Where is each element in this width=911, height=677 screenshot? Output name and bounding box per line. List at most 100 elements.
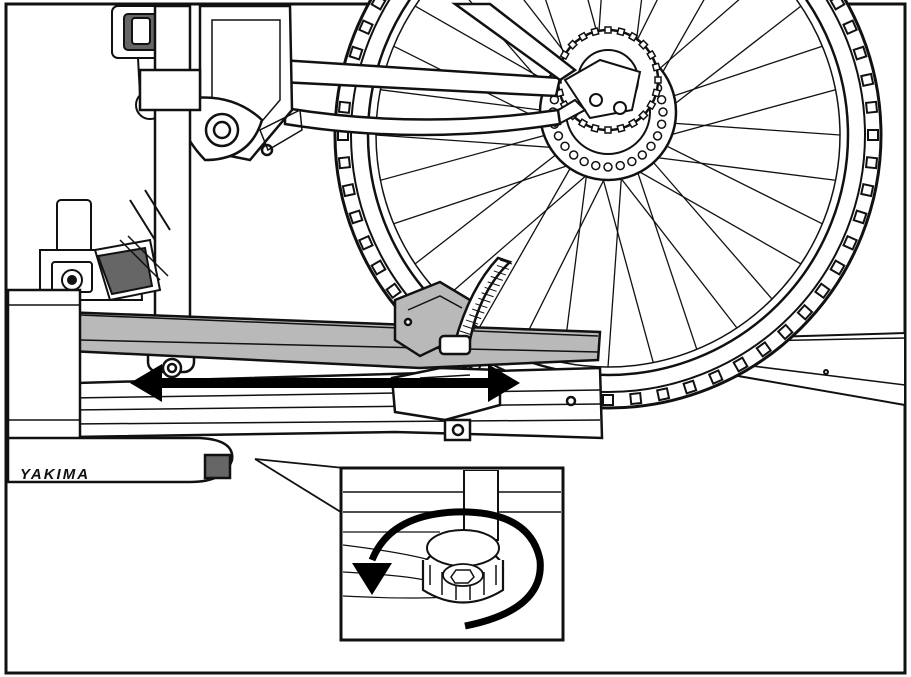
tread-lug — [707, 369, 724, 386]
detail-inset — [339, 466, 565, 642]
cassette-tooth — [654, 76, 662, 84]
rotor-hole — [656, 119, 667, 129]
wheel-spokes — [375, 0, 841, 368]
rotor-hole — [646, 141, 656, 152]
strap-tooth — [478, 297, 491, 303]
rotor-hole — [637, 150, 648, 160]
cassette-tooth — [604, 126, 612, 134]
strap-tooth — [459, 330, 473, 336]
double-arrow-icon — [130, 364, 520, 402]
rotor-hole — [656, 95, 667, 105]
cassette-tooth — [616, 123, 626, 133]
rotor-hole — [615, 160, 625, 171]
cassette-tooth — [604, 26, 612, 34]
cassette-tooth — [590, 27, 600, 37]
spoke — [645, 120, 841, 136]
strap-tooth — [484, 286, 497, 292]
strap-tooth — [490, 275, 503, 281]
tread-lug — [732, 356, 749, 373]
strap-tooth — [472, 308, 485, 314]
tread-lug — [682, 379, 698, 395]
spoke — [616, 173, 738, 329]
tread-lug — [337, 100, 352, 114]
tread-lug — [842, 234, 859, 251]
tread-lug — [655, 387, 671, 402]
tread-lug — [860, 72, 875, 88]
tread-lug — [829, 259, 846, 276]
strap-tooth — [487, 281, 500, 287]
tread-lug — [357, 19, 374, 36]
spoke — [607, 172, 623, 368]
tray-end-cap — [6, 288, 234, 484]
rotor-hole — [603, 162, 613, 172]
strap-tooth — [499, 259, 513, 265]
cassette-tooth — [651, 88, 661, 98]
spoke — [414, 143, 570, 265]
tread-lug — [370, 259, 387, 276]
cassette-tooth — [651, 62, 661, 72]
spoke — [642, 155, 836, 181]
spoke — [647, 89, 836, 142]
bike-frame — [178, 2, 578, 162]
strap-tooth — [496, 264, 510, 270]
cassette-tooth — [567, 39, 578, 50]
tread-lug — [829, 0, 846, 11]
cassette-tooth — [627, 118, 639, 129]
tread-lug — [602, 394, 614, 406]
rotor-hole — [579, 156, 589, 167]
cassette-tooth — [577, 31, 589, 42]
cassette-tooth — [646, 49, 657, 61]
spoke — [393, 161, 579, 225]
cassette-tooth — [638, 110, 649, 121]
rotor-hole — [652, 131, 663, 141]
front-clamp — [39, 189, 171, 302]
tread-lug — [629, 391, 643, 406]
rotor-hole — [553, 131, 564, 141]
strap-tooth — [469, 314, 482, 320]
tread-lug — [867, 129, 879, 141]
spoke — [518, 174, 607, 350]
tread-lug — [341, 182, 356, 198]
rotor-hole — [560, 141, 570, 152]
tread-lug — [814, 282, 831, 300]
spoke — [443, 170, 592, 300]
spoke — [647, 136, 823, 225]
cassette-tooth — [627, 31, 639, 42]
spoke — [478, 158, 577, 329]
spoke — [601, 174, 654, 363]
strap-tooth — [481, 292, 494, 298]
tread-lug — [348, 209, 364, 225]
tread-lug — [755, 341, 773, 358]
cassette-teeth — [554, 26, 662, 134]
rotor-hole — [568, 150, 579, 160]
strap-tooth — [475, 303, 488, 309]
tread-lug — [864, 156, 879, 170]
tread-lug — [842, 19, 859, 36]
spoke — [634, 164, 698, 350]
counterclockwise-arrow-icon — [352, 508, 544, 630]
tread-lug — [852, 45, 868, 61]
strap-tooth — [493, 270, 506, 276]
rotor-hole — [658, 107, 668, 117]
rotor-hole — [591, 160, 601, 171]
cassette-tooth — [590, 123, 600, 133]
brand-label: YAKIMA — [20, 466, 90, 483]
spoke — [380, 128, 569, 181]
tread-lug — [370, 0, 387, 11]
cassette-tooth — [577, 118, 589, 129]
cassette-tooth — [559, 49, 570, 61]
tread-lug — [348, 45, 364, 61]
tread-lug — [385, 282, 402, 300]
cassette-tooth — [616, 27, 626, 37]
tread-lug — [860, 182, 875, 198]
tread-lug — [357, 234, 374, 251]
adjustment-knob-icon — [421, 529, 505, 604]
cassette-tooth — [646, 99, 657, 111]
strap-tooth — [462, 325, 476, 330]
strap-tooth — [465, 319, 479, 325]
spoke — [643, 151, 773, 300]
tread-lug — [796, 303, 814, 321]
main-tray — [6, 256, 602, 370]
